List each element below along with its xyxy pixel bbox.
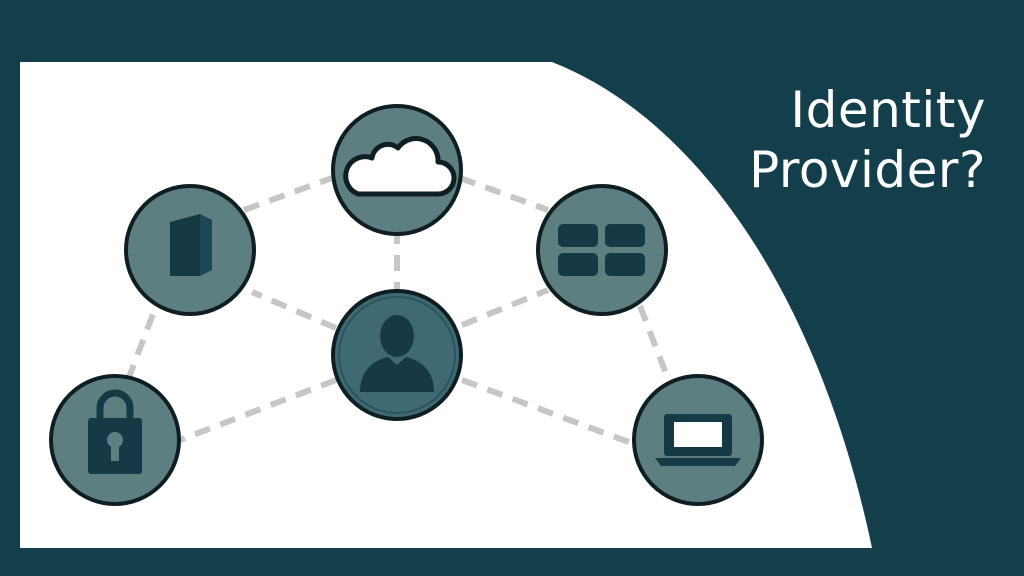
node-server	[124, 184, 256, 316]
user-icon	[360, 315, 434, 392]
connector-cloud-grid	[458, 175, 550, 213]
lock-icon	[88, 389, 142, 474]
node-lock	[49, 374, 181, 506]
title-line-2: Provider?	[749, 141, 986, 199]
title-line-1: Identity	[790, 81, 986, 139]
server-icon	[170, 214, 212, 276]
grid-apps-icon	[558, 224, 645, 276]
connector-server-cloud	[242, 175, 334, 213]
connector-center-grid	[460, 287, 550, 328]
node-user-center	[331, 289, 463, 421]
cloud-icon	[343, 136, 457, 197]
connector-lock-server	[125, 304, 159, 382]
connectors	[125, 175, 673, 447]
page-title: Identity Provider?	[749, 80, 986, 200]
node-laptop	[632, 374, 764, 506]
connector-grid-laptop	[637, 304, 673, 386]
connector-center-server	[250, 289, 338, 331]
connector-center-lock	[178, 377, 338, 443]
node-cloud	[331, 104, 463, 236]
connector-center-laptop	[460, 377, 636, 447]
node-grid	[536, 184, 668, 316]
laptop-icon	[655, 414, 741, 466]
